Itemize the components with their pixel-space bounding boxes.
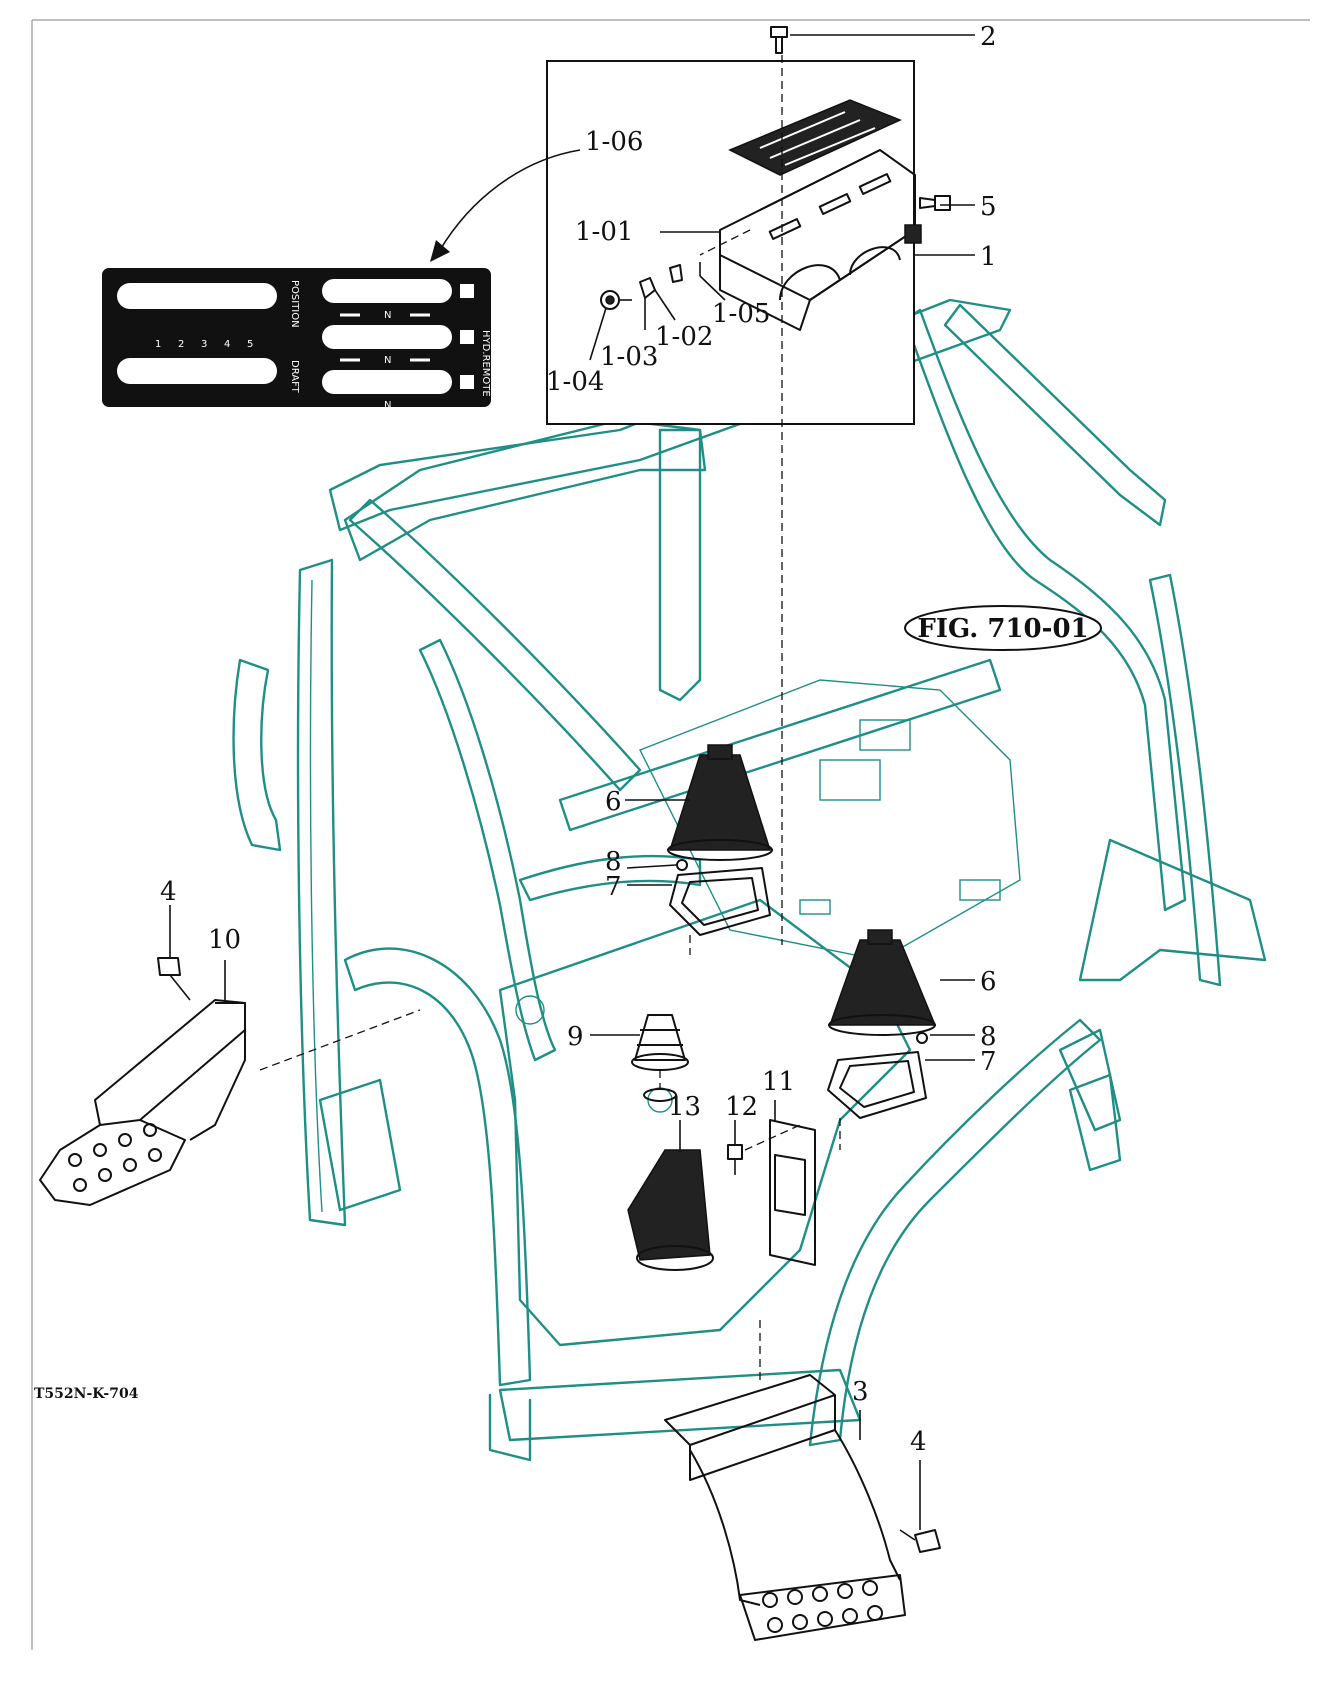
plate-axis-11 [744,1124,801,1151]
callout-1-05: 1-05 [712,299,770,329]
cab-frame [232,298,1267,1462]
decal-corner-letter-a: A [463,287,470,298]
decal-scale-number: 1 [155,339,161,350]
callout-11: 11 [762,1067,795,1097]
lever-boot-13 [627,1149,714,1271]
figure-reference-badge: FIG. 710-01 [904,605,1102,651]
step-10-axis [259,1009,421,1071]
decal-corner-letter-b: B [463,333,470,344]
callout-13: 13 [668,1092,701,1122]
decal-lever-mark: N [384,400,391,411]
sheet-border [31,19,1310,1650]
boot-plate-7-upper [669,867,771,936]
screw-5-part [919,195,951,211]
decal-lever-mark: N [384,310,391,321]
callout-1-02: 1-02 [655,322,713,352]
callout-1-04: 1-04 [546,367,604,397]
small-parts [600,262,701,310]
callout-7-upper: 7 [605,872,622,902]
decal-scale-number: 4 [224,339,230,350]
cover-plate-11 [769,1119,816,1266]
callout-8-upper: 8 [605,847,622,877]
figure-reference-text: FIG. 710-01 [917,614,1088,644]
callout-1: 1 [980,242,997,272]
callout-6-lower: 6 [980,967,997,997]
decal-pointer-arrow [430,149,581,262]
lever-boot-6-upper [667,744,773,861]
decal-position-label: POSITION [289,280,300,328]
decal-draft-label: DRAFT [289,360,300,394]
step-3-right [664,1374,906,1641]
decal-enlargement: A B C POSITION HYD.REMOTE DRAFT 1 2 3 4 … [102,268,491,411]
decal-scale-number: 2 [178,339,184,350]
screw-8-lower [916,1032,928,1044]
callout-4-right: 4 [910,1427,927,1457]
decal-lever-mark: N [384,355,391,366]
callout-12: 12 [725,1092,758,1122]
lever-boot-6-lower [828,929,937,1036]
bolt-4-left [157,957,191,1001]
callout-8-lower: 8 [980,1022,997,1052]
screw-8-upper [676,859,688,871]
callout-9: 9 [567,1022,584,1052]
callout-4-left: 4 [160,877,177,907]
leader-lines [169,204,975,1530]
callout-10: 10 [208,925,241,955]
console-decal-part [728,99,902,176]
bolt-4-right [899,1529,941,1553]
callout-6-upper: 6 [605,787,622,817]
assembly-axis-line-2 [699,229,751,256]
drawing-number: T552N-K-704 [34,1386,139,1402]
boot-plate-7-lower [827,1051,927,1119]
callout-2: 2 [980,22,997,52]
decal-scale-number: 5 [247,339,253,350]
step-10-left [39,999,246,1206]
bolt-12 [727,1144,743,1175]
callout-5: 5 [980,192,997,222]
decal-scale-number: 3 [201,339,207,350]
callout-1-03: 1-03 [600,342,658,372]
callout-7-lower: 7 [980,1047,997,1077]
decal-hydremote-label: HYD.REMOTE [480,330,491,397]
callout-3: 3 [852,1377,869,1407]
decal-corner-letter-c: C [463,378,470,389]
callout-1-01: 1-01 [575,217,633,247]
bolt-2-part [770,26,975,54]
callout-1-06: 1-06 [585,127,643,157]
